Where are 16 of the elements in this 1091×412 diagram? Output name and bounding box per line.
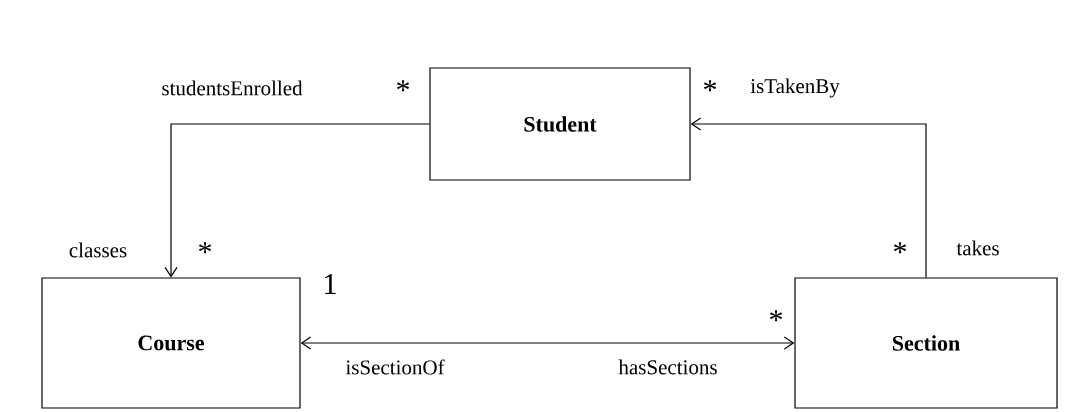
class-box: Student — [429, 67, 691, 181]
multiplicity: * — [198, 242, 212, 254]
association-line — [164, 123, 430, 278]
role-name: isTakenBy — [750, 78, 840, 98]
multiplicity: * — [769, 310, 783, 322]
class-box: Course — [41, 277, 301, 409]
role-name: classes — [69, 242, 127, 258]
role-name: takes — [956, 240, 999, 256]
multiplicity: 1 — [325, 274, 336, 294]
role-name: isSectionOf — [345, 359, 445, 375]
association-line — [300, 336, 795, 350]
class-box: Section — [794, 277, 1058, 409]
role-name: hasSections — [618, 359, 717, 375]
role-name: studentsEnrolled — [162, 80, 303, 96]
multiplicity: * — [893, 242, 907, 254]
association-line — [690, 117, 927, 278]
